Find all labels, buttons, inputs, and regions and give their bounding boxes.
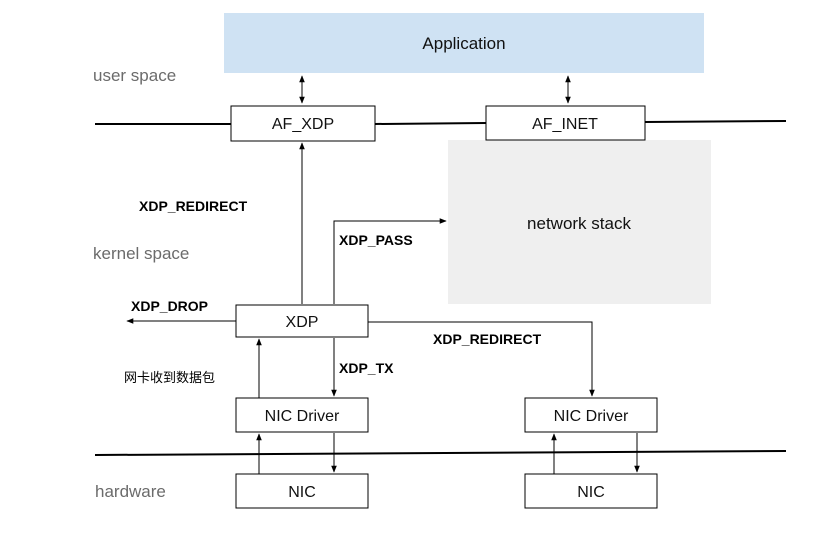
- xdp-tx-label: XDP_TX: [339, 360, 394, 376]
- nic-right-box: [524, 473, 658, 509]
- kernel-hardware-boundary: [94, 450, 787, 456]
- application-label: Application: [422, 34, 505, 53]
- nic-driver-right-label: NIC Driver: [554, 408, 629, 425]
- nic-receive-note: 网卡收到数据包: [124, 371, 215, 386]
- xdp-box: [235, 304, 369, 338]
- nic-left-box: [235, 473, 369, 509]
- network-stack-label: network stack: [527, 214, 631, 233]
- nic-right-label: NIC: [577, 484, 605, 501]
- xdp-pass-label: XDP_PASS: [339, 232, 413, 248]
- xdp-drop-label: XDP_DROP: [131, 298, 208, 314]
- kernel-space-label: kernel space: [93, 244, 189, 263]
- network-stack-box: [448, 140, 711, 304]
- user-kernel-boundary-middle: [374, 122, 487, 125]
- user-space-label: user space: [93, 66, 176, 85]
- af-inet-box: [485, 105, 646, 141]
- application-box: [224, 13, 704, 73]
- nic-driver-left-label: NIC Driver: [265, 408, 340, 425]
- nic-driver-left-box: [235, 397, 369, 433]
- hardware-label: hardware: [95, 482, 166, 501]
- af-xdp-box: [230, 105, 376, 142]
- nic-driver-right-box: [524, 397, 658, 433]
- af-xdp-label: AF_XDP: [272, 116, 334, 133]
- af-inet-label: AF_INET: [532, 116, 598, 133]
- xdp-redirect-to-nic-driver-arrow: [368, 321, 595, 397]
- xdp-label: XDP: [286, 314, 319, 331]
- user-kernel-boundary-right: [644, 120, 787, 123]
- xdp-redirect-right-label: XDP_REDIRECT: [433, 331, 542, 347]
- xdp-redirect-up-label: XDP_REDIRECT: [139, 198, 248, 214]
- xdp-pass-arrow: [333, 218, 447, 304]
- nic-left-label: NIC: [288, 484, 316, 501]
